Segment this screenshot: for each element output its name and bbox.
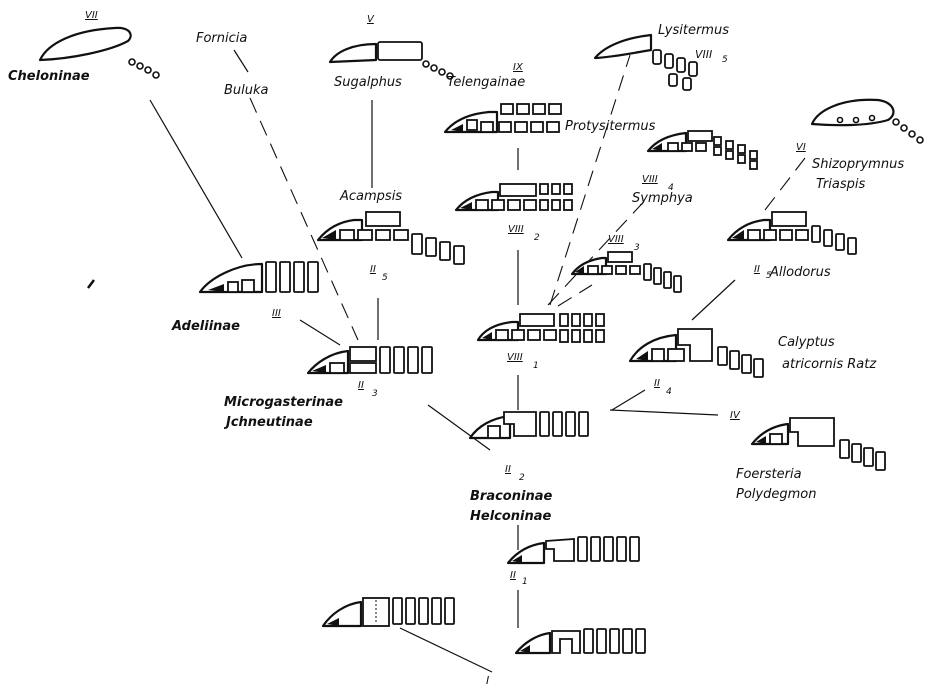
numeral-ii2: II <box>505 464 511 475</box>
label-atricornis: atricornis Ratz <box>782 357 877 372</box>
wing-adeliinae <box>198 261 319 294</box>
branch-viii1-symphya <box>547 194 651 306</box>
label-allodorus: Allodorus <box>769 265 831 280</box>
branch-adeliinae-microgasterinae <box>299 319 341 346</box>
numeral-viii5-group: VIII 5 <box>695 48 728 65</box>
label-triaspis: Triaspis <box>816 177 865 192</box>
wing-ii1 <box>506 536 640 565</box>
numeral-ii5r-sub: 5 <box>766 271 772 281</box>
branch-ii4-allodorus <box>691 279 736 321</box>
label-calyptus: Calyptus <box>778 335 835 350</box>
wing-shizoprymnus <box>810 98 924 144</box>
label-foersteria: Foersteria <box>736 467 802 482</box>
numeral-viii3-sub: 3 <box>634 243 640 253</box>
label-sugalphus: Sugalphus <box>334 75 402 90</box>
branch-ii2-microgasterinae <box>427 404 491 451</box>
numeral-ii1: II <box>510 570 516 581</box>
branch-ii2-iv <box>609 409 719 416</box>
wing-i <box>514 628 646 655</box>
numeral-viii3: VIII <box>608 234 624 245</box>
label-cheloninae: Cheloninae <box>8 69 90 84</box>
branch-viii1-lysitermus <box>549 54 631 306</box>
numeral-viii1: VIII <box>507 352 523 363</box>
numeral-vi: VI <box>796 142 806 153</box>
numeral-ii5-sub: 5 <box>382 273 388 283</box>
label-microgasterinae: Microgasterinae <box>224 395 343 410</box>
branch-root-left-wing <box>399 627 493 673</box>
numeral-ii4-sub: 4 <box>666 387 672 397</box>
numeral-ii3-group: II 3 <box>358 380 378 399</box>
label-ichneutinae: Jchneutinae <box>223 415 313 430</box>
numeral-i: I <box>486 674 489 686</box>
numeral-ii3-sub: 3 <box>372 389 378 399</box>
stage-labels: VII V IX VIII 5 VI VIII 4 VIII 2 VIII 3 … <box>85 10 806 686</box>
wing-microgasterinae <box>306 346 433 375</box>
wing-viii1 <box>476 313 605 343</box>
label-helconinae: Helconinae <box>470 509 552 524</box>
wing-cheloninae <box>38 26 160 79</box>
numeral-viii1-group: VIII 1 <box>507 352 539 371</box>
numeral-ii5-group: II 5 <box>370 264 388 283</box>
label-lysitermus: Lysitermus <box>658 23 729 38</box>
label-shizoprymnus: Shizoprymnus <box>812 157 904 172</box>
label-symphya: Symphya <box>632 191 693 206</box>
numeral-vii: VII <box>85 10 98 21</box>
label-telengainae: Telengainae <box>447 75 525 90</box>
numeral-viii2-sub: 2 <box>534 233 540 243</box>
wing-viii2 <box>454 183 573 212</box>
numeral-ix: IX <box>513 62 524 73</box>
label-polydegmon: Polydegmon <box>736 487 816 502</box>
taxon-labels: Cheloninae Fornicia Buluka Sugalphus Tel… <box>8 23 904 524</box>
wing-acampsis <box>316 211 465 265</box>
wing-telengainae <box>443 103 562 134</box>
branch-viii1-viii3 <box>557 284 593 307</box>
numeral-viii1-sub: 1 <box>533 361 539 371</box>
numeral-ii1-group: II 1 <box>510 570 528 587</box>
numeral-iv: IV <box>730 410 741 421</box>
wing-lysitermus <box>593 33 698 91</box>
numeral-viii5-sub: 5 <box>722 55 728 65</box>
wing-viii3 <box>570 251 682 293</box>
wing-protysitermus <box>646 130 758 170</box>
label-buluka: Buluka <box>224 83 269 98</box>
branch-ii2-ii4 <box>611 389 646 411</box>
numeral-viii4-group: VIII 4 <box>642 174 674 193</box>
wing-foersteria <box>750 417 886 471</box>
numeral-ii5r-group: II 5 <box>754 264 772 281</box>
label-protysitermus: Protysitermus <box>565 119 656 134</box>
numeral-viii2: VIII <box>508 224 524 235</box>
numeral-viii4: VIII <box>642 174 658 185</box>
branch-fornicia-buluka <box>233 49 249 73</box>
numeral-viii4-sub: 4 <box>668 183 674 193</box>
numeral-ii4-group: II 4 <box>654 378 672 397</box>
label-acampsis: Acampsis <box>339 189 402 204</box>
numeral-v: V <box>367 14 375 25</box>
branch-buluka-microgasterinae <box>249 97 359 341</box>
numeral-ii4: II <box>654 378 660 389</box>
numeral-viii2-group: VIII 2 <box>508 224 540 243</box>
wing-left-root <box>321 597 455 628</box>
numeral-viii5: VIII <box>695 48 712 61</box>
numeral-ii1-sub: 1 <box>522 577 528 587</box>
numeral-iii: III <box>272 308 281 319</box>
wing-ii2 <box>468 411 589 440</box>
numeral-ii3: II <box>358 380 364 391</box>
branch-cheloninae-adeliinae <box>149 99 243 259</box>
wing-allodorus <box>726 211 857 255</box>
numeral-ii5r: II <box>754 264 760 275</box>
numeral-ii2-group: II 2 <box>505 464 525 483</box>
wing-calyptus <box>628 328 764 378</box>
branch-lines <box>149 49 806 673</box>
numeral-ii5: II <box>370 264 376 275</box>
wing-sugalphus <box>328 41 454 80</box>
label-braconinae: Braconinae <box>470 489 552 504</box>
branch-ii5r-shizoprymnus <box>764 157 806 211</box>
numeral-viii3-group: VIII 3 <box>608 234 640 253</box>
label-fornicia: Fornicia <box>196 31 247 46</box>
numeral-ii2-sub: 2 <box>519 473 525 483</box>
label-adeliinae: Adeliinae <box>171 319 240 334</box>
stray-mark <box>87 279 95 289</box>
